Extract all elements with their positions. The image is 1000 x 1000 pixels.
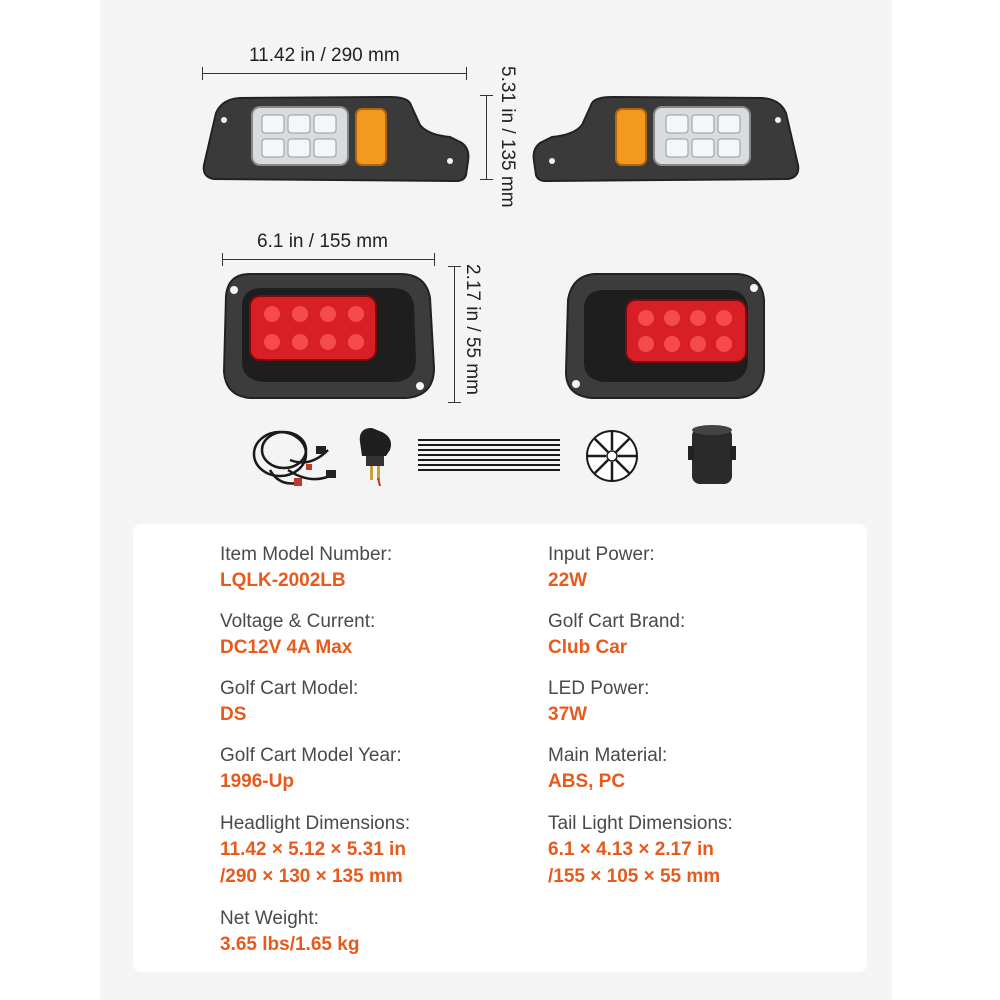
toggle-switch-icon xyxy=(359,428,391,487)
spec-label: Golf Cart Brand: xyxy=(548,611,686,632)
spec-card xyxy=(133,524,867,972)
spec-input-power: Input Power: 22W xyxy=(548,543,655,594)
spec-golf-cart-brand: Golf Cart Brand: Club Car xyxy=(548,610,685,661)
taillight-right-icon xyxy=(564,273,765,399)
spec-value: DC12V 4A Max xyxy=(220,637,353,658)
spec-value-metric: /290 × 130 × 135 mm xyxy=(220,866,403,887)
spec-golf-cart-model-year: Golf Cart Model Year: 1996-Up xyxy=(220,744,402,795)
headlight-width-label: 11.42 in / 290 mm xyxy=(249,45,400,66)
spec-label: Item Model Number: xyxy=(220,544,393,565)
spec-item-model-number: Item Model Number: LQLK-2002LB xyxy=(220,543,392,594)
taillight-width-line xyxy=(222,253,435,266)
spec-value: ABS, PC xyxy=(548,771,626,792)
spec-value: 6.1 × 4.13 × 2.17 in xyxy=(548,839,714,860)
spec-label: Tail Light Dimensions: xyxy=(548,813,733,834)
spec-headlight-dimensions: Headlight Dimensions: 11.42 × 5.12 × 5.3… xyxy=(220,812,410,890)
spec-label: Headlight Dimensions: xyxy=(220,813,411,834)
taillight-height-label: 2.17 in / 55 mm xyxy=(462,264,483,395)
spec-label: Net Weight: xyxy=(220,908,319,929)
headlight-right-icon xyxy=(532,95,800,183)
spec-value: 22W xyxy=(548,570,588,591)
headlight-left-icon xyxy=(202,95,470,183)
headlight-width-line xyxy=(202,67,467,80)
spec-tail-light-dimensions: Tail Light Dimensions: 6.1 × 4.13 × 2.17… xyxy=(548,812,733,890)
spec-main-material: Main Material: ABS, PC xyxy=(548,744,667,795)
cable-ties-icon xyxy=(418,439,560,471)
rubber-sleeve-icon xyxy=(688,425,736,484)
spec-value: Club Car xyxy=(548,637,628,658)
grommet-icon xyxy=(586,430,638,482)
spec-value: 11.42 × 5.12 × 5.31 in xyxy=(220,839,406,860)
spec-golf-cart-model: Golf Cart Model: DS xyxy=(220,677,358,728)
spec-value: 1996-Up xyxy=(220,771,294,792)
taillight-width-label: 6.1 in / 155 mm xyxy=(257,231,388,252)
spec-value: DS xyxy=(220,704,247,725)
spec-label: LED Power: xyxy=(548,678,650,699)
spec-voltage-current: Voltage & Current: DC12V 4A Max xyxy=(220,610,375,661)
taillight-left-icon xyxy=(222,273,436,399)
spec-value-metric: /155 × 105 × 55 mm xyxy=(548,866,721,887)
spec-value: 3.65 lbs/1.65 kg xyxy=(220,934,360,955)
wiring-harness-icon xyxy=(252,430,336,486)
spec-label: Main Material: xyxy=(548,745,668,766)
spec-label: Golf Cart Model Year: xyxy=(220,745,402,766)
taillight-height-line xyxy=(448,266,461,403)
spec-label: Golf Cart Model: xyxy=(220,678,359,699)
spec-value: LQLK-2002LB xyxy=(220,570,346,591)
spec-label: Voltage & Current: xyxy=(220,611,376,632)
headlight-height-line xyxy=(480,95,493,180)
headlight-height-label: 5.31 in / 135 mm xyxy=(497,66,518,208)
spec-label: Input Power: xyxy=(548,544,655,565)
spec-led-power: LED Power: 37W xyxy=(548,677,649,728)
spec-value: 37W xyxy=(548,704,588,725)
spec-net-weight: Net Weight: 3.65 lbs/1.65 kg xyxy=(220,907,359,958)
